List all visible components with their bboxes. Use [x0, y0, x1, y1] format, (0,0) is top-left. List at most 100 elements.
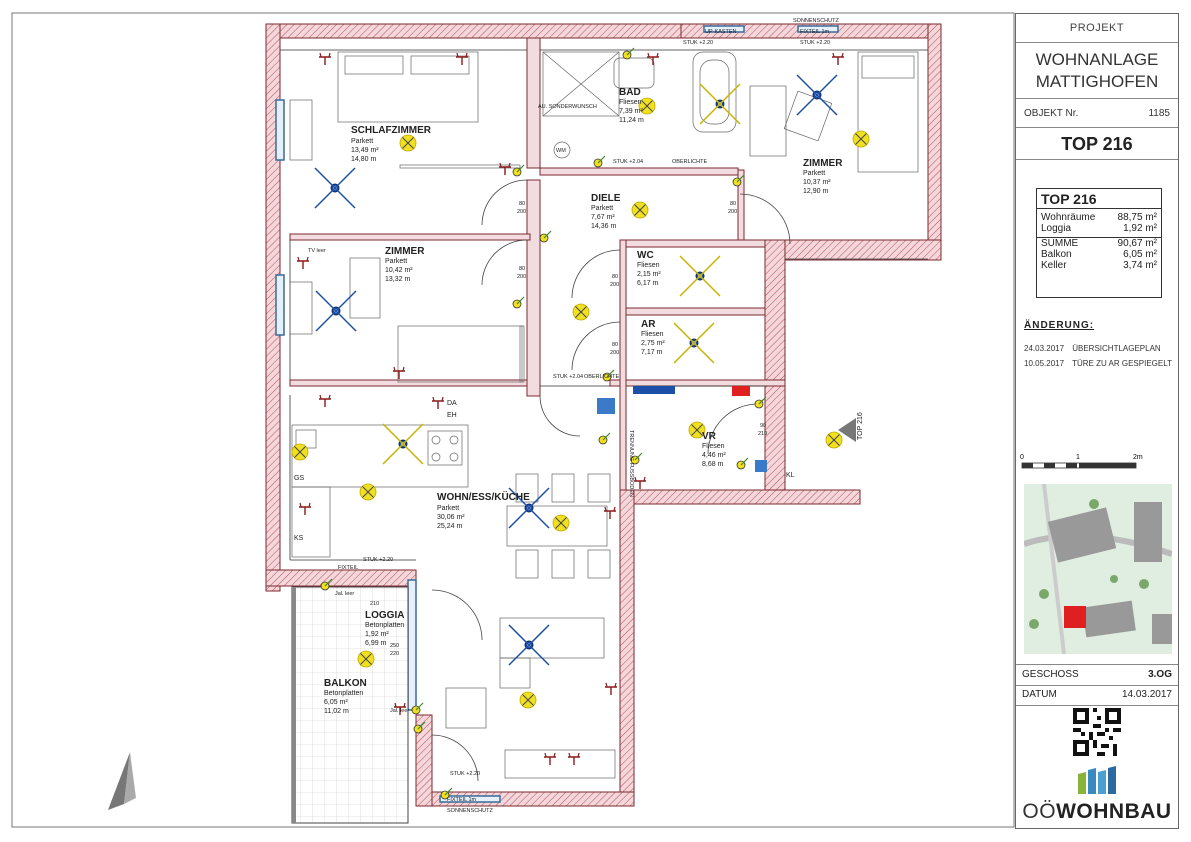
- balcony-floor: [291, 586, 409, 824]
- svg-text:DIELE: DIELE: [591, 193, 621, 204]
- svg-text:WM: WM: [556, 148, 566, 154]
- svg-text:250: 250: [390, 643, 399, 649]
- svg-text:6,17 m: 6,17 m: [637, 280, 659, 287]
- svg-text:FIXTEIL 1m: FIXTEIL 1m: [447, 797, 477, 803]
- svg-text:7,67 m²: 7,67 m²: [591, 214, 615, 221]
- svg-text:TRENNUNG FUSSBODEN: TRENNUNG FUSSBODEN: [628, 430, 634, 497]
- vent-block: [732, 386, 750, 396]
- svg-text:BALKON: BALKON: [324, 678, 367, 689]
- svg-text:FIXTEIL 1m: FIXTEIL 1m: [800, 29, 830, 35]
- svg-text:13,32 m: 13,32 m: [385, 276, 410, 283]
- svg-text:OBERLICHTE: OBERLICHTE: [584, 374, 619, 380]
- exterior-walls: [265, 23, 942, 807]
- svg-text:STUK +2.20: STUK +2.20: [363, 557, 393, 563]
- svg-text:STUK +2.20: STUK +2.20: [450, 771, 480, 777]
- svg-text:VR: VR: [702, 431, 717, 442]
- svg-text:25,24 m: 25,24 m: [437, 523, 462, 530]
- svg-text:Fliesen: Fliesen: [619, 99, 642, 106]
- objekt-row: OBJEKT Nr. 1185: [1016, 100, 1178, 128]
- svg-text:Fliesen: Fliesen: [641, 331, 664, 338]
- svg-text:UP-KASTEN: UP-KASTEN: [705, 29, 737, 35]
- svg-text:Parkett: Parkett: [351, 138, 373, 145]
- site-map: [1024, 484, 1172, 654]
- room-wc: WC Fliesen 2,15 m² 6,17 m: [637, 250, 661, 287]
- svg-text:STUK +2.04: STUK +2.04: [553, 374, 583, 380]
- room-outlines: [280, 49, 928, 561]
- svg-text:220: 220: [390, 651, 399, 657]
- kl-box: [755, 460, 767, 472]
- svg-text:Betonplatten: Betonplatten: [365, 622, 404, 629]
- svg-text:200: 200: [517, 209, 526, 215]
- svg-text:6,05 m²: 6,05 m²: [324, 699, 348, 706]
- geschoss-label: GESCHOSS: [1022, 669, 1079, 680]
- svg-text:1,92 m²: 1,92 m²: [365, 631, 389, 638]
- svg-text:OBERLICHTE: OBERLICHTE: [672, 159, 707, 165]
- svg-text:STUK +2.20: STUK +2.20: [683, 40, 713, 46]
- scale-bar: 0 1 2m: [1020, 454, 1143, 469]
- project-name-line1: WOHNANLAGE: [1035, 50, 1159, 69]
- svg-text:Parkett: Parkett: [437, 505, 459, 512]
- svg-text:90: 90: [760, 423, 766, 429]
- svg-text:FIXTEIL: FIXTEIL: [338, 565, 358, 571]
- room-name: SCHLAFZIMMER: [351, 125, 432, 136]
- svg-text:80: 80: [612, 274, 618, 280]
- svg-text:ZIMMER: ZIMMER: [803, 158, 843, 169]
- svg-text:Parkett: Parkett: [591, 205, 613, 212]
- top-title: TOP 216: [1016, 129, 1178, 160]
- svg-text:80: 80: [612, 342, 618, 348]
- lamp-arrows: [314, 74, 838, 666]
- svg-text:7,39 m²: 7,39 m²: [619, 108, 643, 115]
- svg-text:11,24 m: 11,24 m: [619, 117, 644, 124]
- svg-text:8,68 m: 8,68 m: [702, 461, 724, 468]
- room-schlafzimmer: SCHLAFZIMMER Parkett 13,49 m² 14,80 m: [351, 125, 432, 163]
- svg-text:10,37 m²: 10,37 m²: [803, 179, 831, 186]
- scale-zero: 0: [1020, 454, 1024, 461]
- svg-text:80: 80: [519, 201, 525, 207]
- lamp-arrows-yellow: [382, 83, 741, 465]
- svg-text:2,15 m²: 2,15 m²: [637, 271, 661, 278]
- furniture: [289, 51, 919, 779]
- north-arrow: [108, 752, 136, 810]
- svg-text:12,90 m: 12,90 m: [803, 188, 828, 195]
- svg-text:STUK +2.04: STUK +2.04: [613, 159, 643, 165]
- svg-text:KS: KS: [294, 535, 304, 542]
- oewohnbau-logo-icon: [1078, 766, 1116, 794]
- svg-text:80: 80: [730, 201, 736, 207]
- svg-text:DA: DA: [447, 400, 457, 407]
- svg-text:14,36 m: 14,36 m: [591, 223, 616, 230]
- plan-annotations: UP-KASTEN SONNENSCHUTZ FIXTEIL 1m STUK +…: [294, 18, 864, 814]
- qr-code: [1073, 708, 1121, 756]
- svg-text:13,49 m²: 13,49 m²: [351, 147, 379, 154]
- svg-text:WC: WC: [637, 250, 654, 261]
- svg-text:11,02 m: 11,02 m: [324, 708, 349, 715]
- room-ar: AR Fliesen 2,75 m² 7,17 m: [641, 319, 665, 356]
- project-name-line2: MATTIGHOFEN: [1035, 72, 1159, 91]
- change-row: 10.05.2017 TÜRE ZU AR GESPIEGELT: [1024, 359, 1172, 368]
- svg-text:Betonplatten: Betonplatten: [324, 690, 363, 697]
- svg-text:Jal. leer: Jal. leer: [335, 591, 354, 597]
- room-vr: VR Fliesen 4,46 m² 8,68 m: [702, 431, 726, 468]
- svg-text:4,46 m²: 4,46 m²: [702, 452, 726, 459]
- room-diele: DIELE Parkett 7,67 m² 14,36 m: [591, 193, 621, 230]
- svg-text:KL: KL: [786, 472, 795, 479]
- floor-drain-box: [597, 398, 615, 414]
- room-zimmer-1: ZIMMER Parkett 10,37 m² 12,90 m: [803, 158, 843, 195]
- drawing-frame: [11, 12, 1015, 828]
- svg-text:200: 200: [728, 209, 737, 215]
- svg-text:6,99 m: 6,99 m: [365, 640, 387, 647]
- balcony-railing: [292, 587, 296, 823]
- svg-text:LOGGIA: LOGGIA: [365, 610, 404, 621]
- svg-text:AU. SONDERWUNSCH: AU. SONDERWUNSCH: [538, 104, 597, 110]
- objekt-label: OBJEKT Nr.: [1024, 108, 1079, 119]
- svg-text:Parkett: Parkett: [803, 170, 825, 177]
- project-name: WOHNANLAGE MATTIGHOFEN: [1016, 43, 1178, 99]
- svg-text:200: 200: [610, 350, 619, 356]
- svg-text:SONNENSCHUTZ: SONNENSCHUTZ: [793, 18, 839, 24]
- objekt-value: 1185: [1148, 108, 1170, 119]
- datum-value: 14.03.2017: [1121, 689, 1172, 700]
